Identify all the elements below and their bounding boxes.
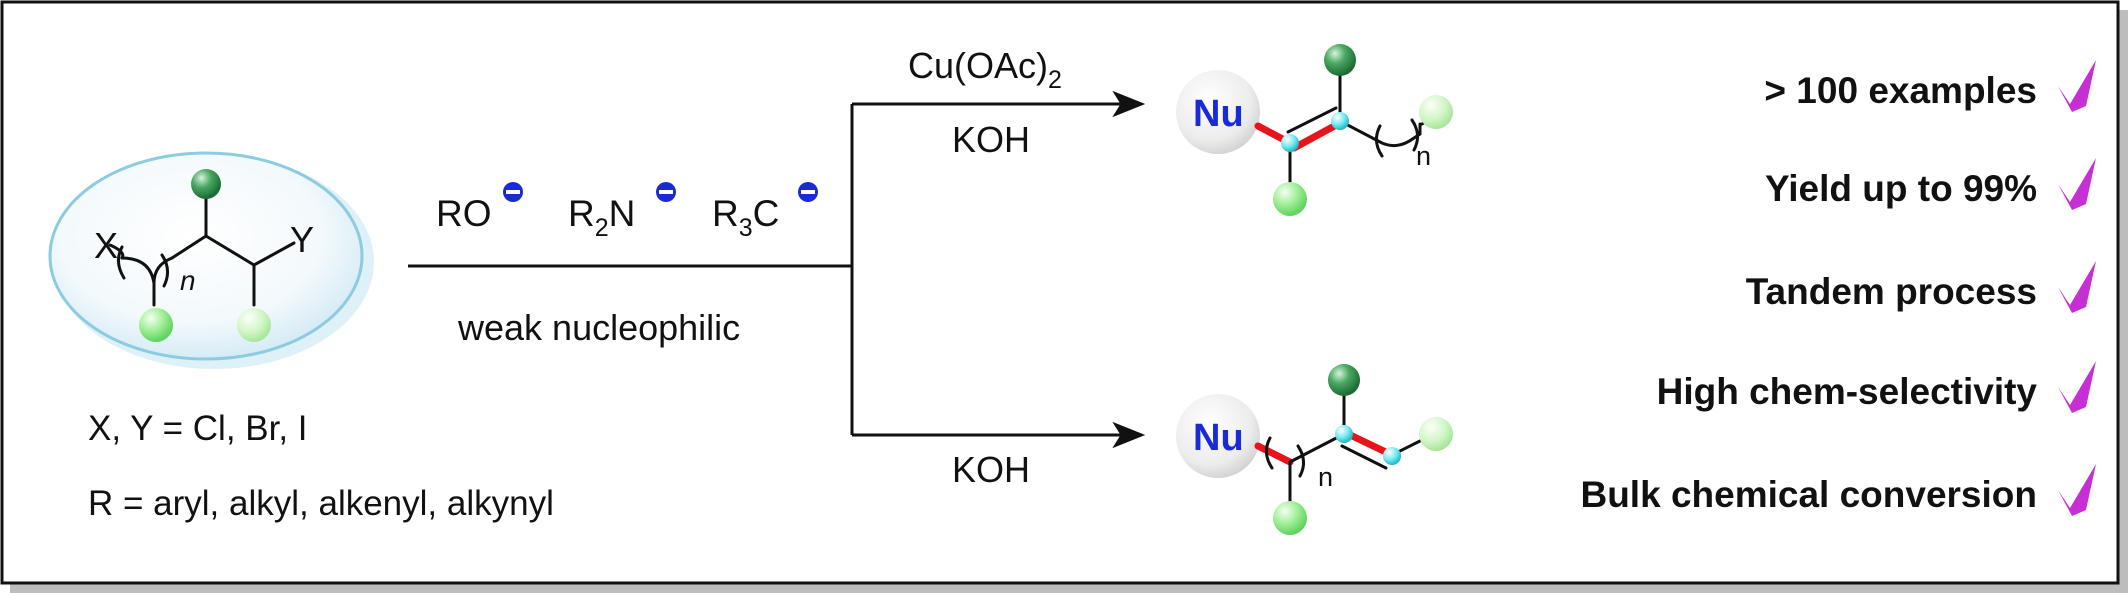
substrate: X Y n <box>48 151 374 369</box>
substituent-light-green <box>1273 182 1307 216</box>
substrate-ellipse <box>48 151 364 361</box>
bond <box>252 241 296 267</box>
bottom-product: Nu n <box>1176 364 1453 535</box>
feature-text: Tandem process <box>1746 271 2037 312</box>
feature-text: > 100 examples <box>1764 70 2037 111</box>
n-label: n <box>1416 141 1431 171</box>
top-product: Nu n <box>1176 44 1453 216</box>
bond <box>1338 119 1422 148</box>
nucleophile-sphere <box>1176 70 1260 154</box>
nucleophile-sphere <box>1176 394 1260 478</box>
feature-text: Bulk chemical conversion <box>1580 474 2037 515</box>
check-icon <box>2058 361 2096 413</box>
substituent-light-green <box>1273 501 1307 535</box>
bracket-left <box>1265 436 1274 470</box>
top-reagent-label: Cu(OAc)2 <box>908 45 1062 94</box>
substituent-pale-green <box>1419 95 1453 129</box>
bracket-right <box>1410 118 1419 152</box>
feature-item: Yield up to 99% <box>1765 158 2096 210</box>
substituent-light-green <box>139 308 173 342</box>
substrate-x-label: X <box>94 225 118 266</box>
check-icon <box>2058 464 2096 516</box>
bottom-base-label: KOH <box>952 449 1030 490</box>
feature-item: High chem-selectivity <box>1657 361 2096 413</box>
condition-label: weak nucleophilic <box>457 307 740 348</box>
bracket-left <box>117 245 126 280</box>
reaction-arrows <box>408 90 1146 449</box>
new-double-bond <box>1290 120 1342 152</box>
feature-text: High chem-selectivity <box>1657 371 2038 412</box>
sp2-carbon <box>1335 425 1353 443</box>
check-icon <box>2058 158 2096 210</box>
halogen-definition: X, Y = Cl, Br, I <box>88 409 308 448</box>
bond <box>1288 432 1346 464</box>
nucleophile-r2n: R2N <box>568 193 635 242</box>
substrate-n-label: n <box>180 265 196 296</box>
check-icon <box>2058 261 2096 313</box>
feature-list: > 100 examples Yield up to 99% Tandem pr… <box>1580 60 2096 516</box>
sp2-carbon <box>1281 134 1299 152</box>
bond <box>1340 444 1388 470</box>
n-label: n <box>1318 462 1333 492</box>
feature-item: Tandem process <box>1746 261 2096 313</box>
bond <box>204 234 256 267</box>
bracket-right <box>160 253 169 288</box>
check-icon <box>2058 60 2096 112</box>
substituent-dark-green <box>1328 364 1360 396</box>
top-base-label: KOH <box>952 119 1030 160</box>
nucleophile-list: RO R2N R3C <box>436 182 818 242</box>
charge-icon <box>503 182 523 202</box>
nucleophile-ro: RO <box>436 193 492 234</box>
substituent-dark-green <box>1324 44 1356 76</box>
feature-item: > 100 examples <box>1764 60 2096 112</box>
nucleophile-label: Nu <box>1193 93 1244 135</box>
substrate-y-label: Y <box>290 219 314 260</box>
substituent-dark-green <box>191 169 221 199</box>
bond <box>1286 106 1338 134</box>
nucleophile-label: Nu <box>1193 417 1244 459</box>
sp2-carbon <box>1331 112 1349 130</box>
bond <box>120 256 156 285</box>
sp2-carbon <box>1383 447 1401 465</box>
r-group-definition: R = aryl, alkyl, alkenyl, alkynyl <box>88 484 554 523</box>
bond <box>170 234 208 260</box>
new-bond <box>1254 442 1294 466</box>
charge-icon <box>798 182 818 202</box>
nucleophile-r3c: R3C <box>712 193 779 242</box>
charge-icon <box>656 182 676 202</box>
feature-item: Bulk chemical conversion <box>1580 464 2096 516</box>
substituent-pale-green <box>1419 417 1453 451</box>
bracket-left <box>1375 124 1384 158</box>
substituent-pale-green <box>237 308 271 342</box>
feature-text: Yield up to 99% <box>1765 168 2037 209</box>
bracket-right <box>1296 444 1305 478</box>
